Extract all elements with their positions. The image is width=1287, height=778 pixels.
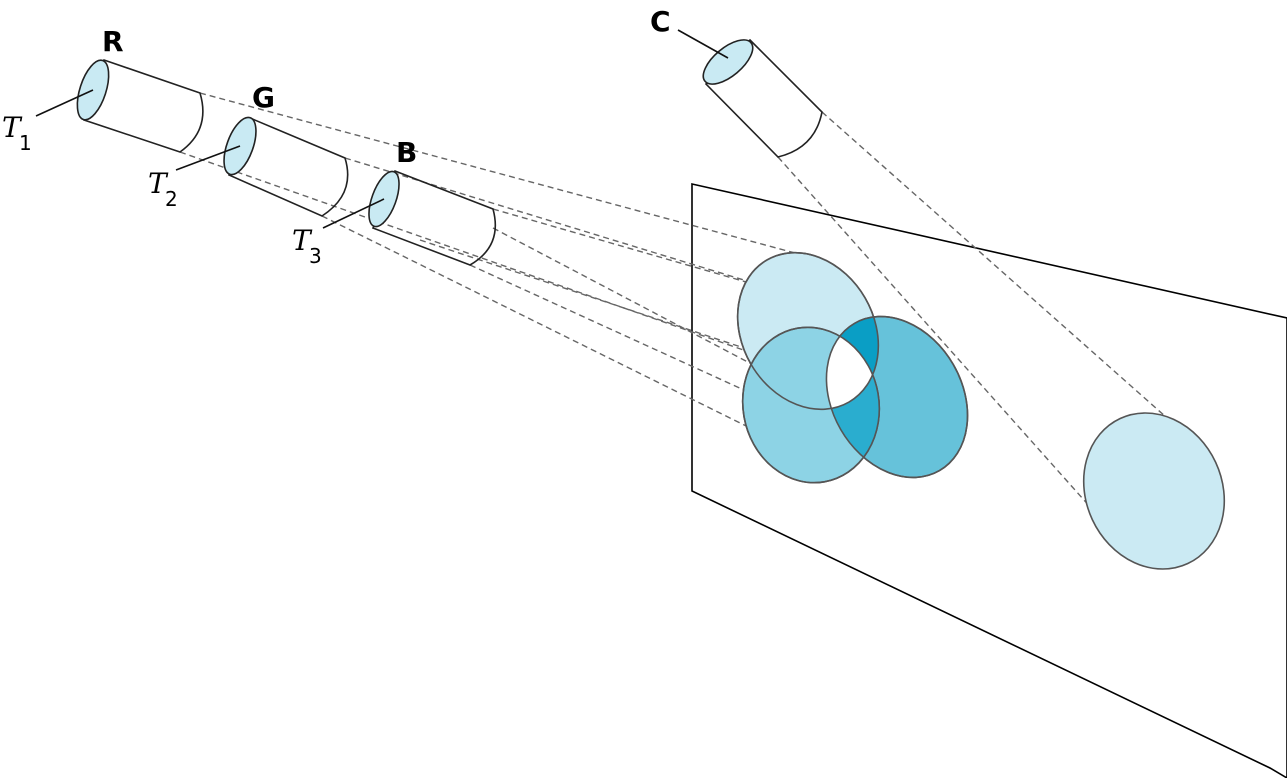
- label-t2-sub: 2: [165, 187, 178, 211]
- label-t3: T: [292, 224, 313, 257]
- spot-c: [1082, 412, 1226, 570]
- lens-c: [702, 39, 754, 85]
- label-t2: T: [148, 167, 169, 200]
- projector-r: [76, 58, 204, 153]
- leader-lines: [35, 29, 729, 229]
- label-t1: T: [2, 111, 23, 144]
- label-g: G: [252, 81, 275, 114]
- label-t3-sub: 3: [309, 244, 322, 268]
- label-c: C: [650, 5, 671, 38]
- projector-b: [368, 169, 497, 266]
- label-t1-sub: 1: [19, 131, 32, 155]
- projection-lines-c: [777, 111, 1176, 519]
- projector-g: [223, 116, 349, 217]
- label-b: B: [396, 136, 417, 169]
- projected-spots: [736, 251, 1226, 570]
- projector-c: [702, 38, 823, 158]
- label-r: R: [102, 25, 124, 58]
